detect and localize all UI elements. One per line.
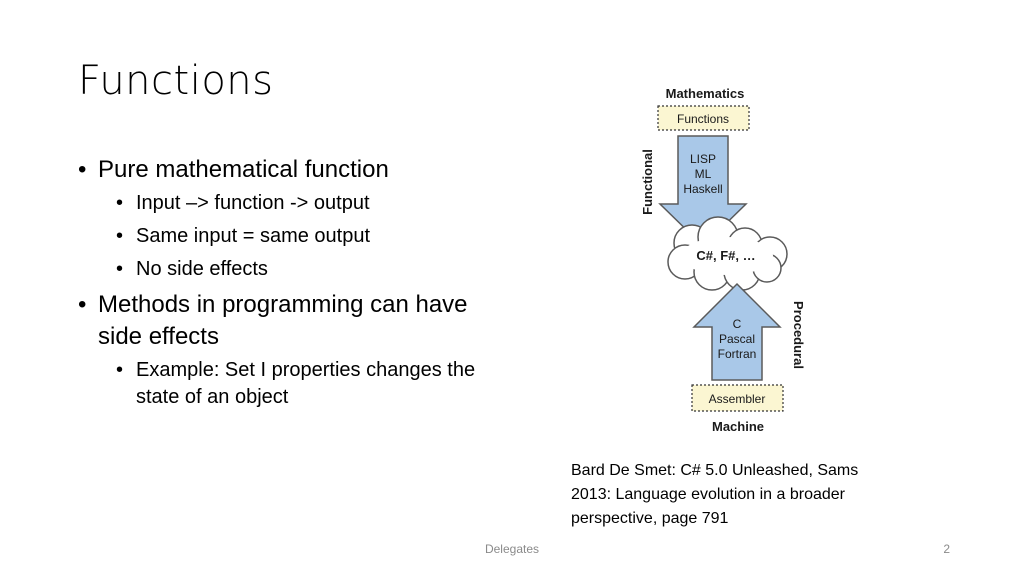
citation-text: Bard De Smet: C# 5.0 Unleashed, Sams 201… — [571, 462, 859, 527]
sub-bullet-item: Example: Set I properties changes the st… — [98, 357, 498, 411]
page-number: 2 — [943, 542, 950, 556]
bullet-text: Methods in programming can have side eff… — [98, 291, 468, 350]
down-arrow-line: Haskell — [683, 182, 722, 196]
bullet-text: Pure mathematical function — [98, 156, 389, 183]
sub-bullet-item: No side effects — [98, 256, 498, 283]
functions-box — [657, 105, 750, 131]
up-arrow-line: C — [733, 317, 742, 331]
bullet-item: Methods in programming can have side eff… — [78, 289, 498, 411]
up-arrow-line: Pascal — [719, 332, 755, 346]
cloud-text: C#, F#, … — [696, 248, 755, 263]
bullet-list: Pure mathematical function Input –> func… — [78, 154, 498, 411]
sub-bullet-item: Input –> function -> output — [98, 190, 498, 217]
up-arrow — [692, 282, 782, 381]
bottom-label: Machine — [712, 419, 764, 434]
down-arrow-line: ML — [695, 167, 712, 181]
assembler-box — [691, 384, 784, 412]
slide-title: Functions — [78, 58, 274, 104]
bullet-item: Pure mathematical function Input –> func… — [78, 154, 498, 283]
top-label: Mathematics — [666, 86, 745, 101]
functional-side-label: Functional — [640, 149, 655, 215]
down-arrow-line: LISP — [690, 152, 716, 166]
sub-bullet-list: Input –> function -> output Same input =… — [98, 190, 498, 283]
language-evolution-diagram: Mathematics Functions LISP ML Haskell Fu… — [630, 80, 810, 440]
assembler-box-label: Assembler — [709, 392, 766, 406]
procedural-side-label: Procedural — [791, 301, 806, 369]
slide-content: Pure mathematical function Input –> func… — [78, 154, 498, 417]
up-arrow-line: Fortran — [718, 347, 757, 361]
sub-bullet-list: Example: Set I properties changes the st… — [98, 357, 498, 411]
footer-text: Delegates — [484, 542, 540, 556]
sub-bullet-item: Same input = same output — [98, 223, 498, 250]
functions-box-label: Functions — [677, 112, 729, 126]
